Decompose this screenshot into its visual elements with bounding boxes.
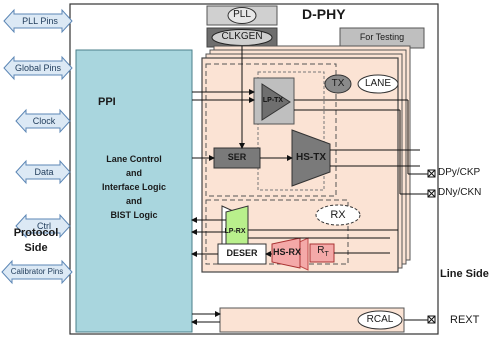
rx-ellipse [315, 204, 361, 226]
tx-inner-region [257, 71, 325, 191]
pin-markers [427, 169, 436, 324]
rcal-label: RCAL [366, 314, 394, 325]
ppi-block [75, 49, 193, 333]
ppi-title: PPI [98, 96, 116, 108]
data-arrow [15, 159, 71, 185]
lane-ellipse [357, 74, 399, 94]
lp-tx-label: LP-TX [262, 97, 284, 104]
ppi-line-4: and [125, 196, 142, 206]
clock-label: Clock [32, 116, 56, 126]
ppi-line-1: Lane Control [106, 154, 162, 164]
ctrl-arrow [15, 213, 71, 239]
calibrator-pins-label: Calibrator Pins [10, 267, 64, 276]
left-arrows [1, 8, 73, 285]
pll-ellipse [227, 7, 257, 24]
global-pins-label: Global Pins [14, 63, 62, 73]
lp-rx-label: LP-RX [224, 228, 246, 235]
clkgen-label: CLKGEN [221, 31, 263, 42]
pll-pins-label: PLL Pins [22, 16, 58, 26]
hs-tx-driver [291, 129, 331, 187]
ppi-line-5: BIST Logic [110, 210, 158, 220]
ppi-line-3: Interface Logic [101, 182, 166, 192]
d-phy-title: D-PHY [302, 6, 346, 22]
protocol-side-label-2: Side [24, 242, 48, 254]
for-testing-label: For Testing [359, 32, 405, 42]
rt-label: RT [317, 245, 329, 258]
rcal-ellipse [357, 310, 403, 330]
protocol-side-label-1: Protocol [13, 227, 59, 239]
hs-rx-receiver [271, 237, 301, 269]
calibrator-pins-arrow [1, 259, 73, 285]
tx-ellipse [324, 74, 352, 94]
global-pins-arrow [3, 55, 73, 81]
rx-label: RX [330, 209, 346, 221]
pll-pins-arrow [3, 8, 73, 34]
line-side-label: Line Side [440, 268, 489, 280]
dp-pin-label: DPy/CKP [438, 167, 481, 178]
clock-arrow [15, 108, 71, 134]
ppi-line-2: and [125, 168, 142, 178]
hs-tx-label: HS-TX [296, 152, 326, 163]
ser-label: SER [227, 152, 247, 162]
hs-rx-label: HS-RX [272, 247, 301, 257]
ctrl-label: Ctrl [37, 221, 51, 231]
pll-label: PLL [233, 9, 251, 20]
rt-subscript: T [324, 251, 329, 258]
lp-tx-buffer [261, 83, 291, 121]
signal-lines [191, 46, 430, 325]
lane-label: LANE [364, 78, 392, 89]
data-label: Data [34, 167, 54, 177]
dn-pin-label: DNy/CKN [438, 187, 482, 198]
tx-region [205, 63, 337, 197]
rext-label: REXT [450, 314, 480, 326]
tx-label: TX [331, 78, 345, 89]
deser-label: DESER [226, 248, 258, 258]
